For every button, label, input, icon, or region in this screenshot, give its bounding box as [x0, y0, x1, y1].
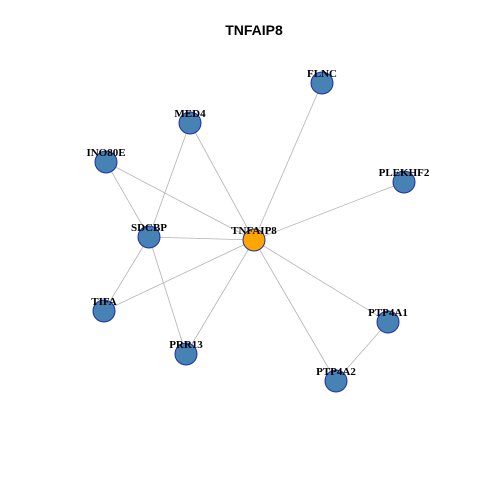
node-ptp4a2	[324, 369, 348, 393]
node-label-ptp4a2: PTP4A2	[316, 366, 356, 378]
edge-sdcbp-med4	[148, 122, 191, 238]
node-med4	[178, 111, 202, 135]
node-ptp4a1	[376, 310, 400, 334]
node-tifa	[92, 299, 116, 323]
node-tnfaip8	[242, 228, 266, 252]
node-sdcbp	[137, 225, 161, 249]
node-plekhf2	[392, 170, 416, 194]
edge-tnfaip8-prr13	[185, 239, 255, 355]
node-label-flnc: FLNC	[307, 68, 337, 80]
node-flnc	[310, 71, 334, 95]
edge-tnfaip8-ino80e	[105, 161, 255, 241]
edge-tnfaip8-ptp4a1	[253, 239, 389, 323]
node-label-plekhf2: PLEKHF2	[379, 167, 430, 179]
edge-tnfaip8-tifa	[103, 239, 255, 312]
node-prr13	[174, 342, 198, 366]
edge-sdcbp-prr13	[148, 236, 187, 355]
edge-tnfaip8-ptp4a2	[253, 239, 337, 382]
node-label-tnfaip8: TNFAIP8	[231, 225, 277, 237]
edges-layer	[103, 82, 405, 382]
node-label-ino80e: INO80E	[86, 147, 125, 159]
node-label-med4: MED4	[174, 108, 206, 120]
edge-sdcbp-tifa	[103, 236, 150, 312]
node-label-tifa: TIFA	[91, 296, 117, 308]
edge-ptp4a1-ptp4a2	[335, 321, 389, 382]
edge-tnfaip8-sdcbp	[148, 236, 255, 241]
edge-sdcbp-ino80e	[105, 161, 150, 238]
node-label-prr13: PRR13	[169, 339, 203, 351]
edge-tnfaip8-med4	[189, 122, 255, 241]
edge-tnfaip8-plekhf2	[253, 181, 405, 241]
node-label-ptp4a1: PTP4A1	[368, 307, 408, 319]
edge-tnfaip8-flnc	[253, 82, 323, 241]
diagram-title: TNFAIP8	[225, 22, 283, 38]
node-ino80e	[94, 150, 118, 174]
node-label-sdcbp: SDCBP	[131, 222, 167, 234]
